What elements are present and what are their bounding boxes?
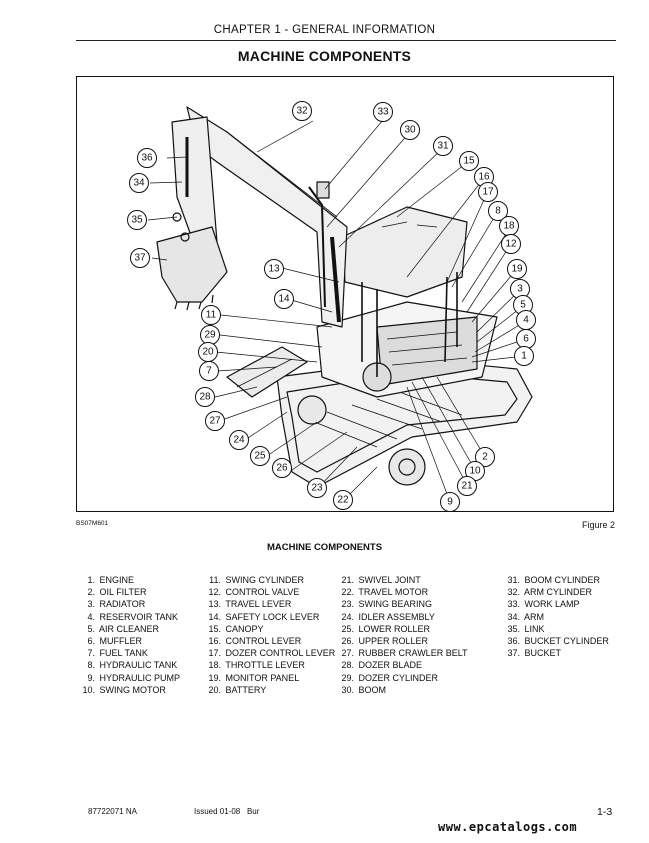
svg-text:35: 35	[131, 215, 143, 226]
svg-text:2: 2	[482, 452, 488, 463]
list-item: 31. BOOM CYLINDER	[507, 575, 601, 585]
list-item: 15. CANOPY	[208, 623, 264, 634]
svg-text:28: 28	[199, 392, 211, 403]
page-title: MACHINE COMPONENTS	[237, 48, 412, 64]
issue-info: Issued 01-08 Bur	[194, 807, 260, 816]
svg-text:22: 22	[337, 495, 349, 506]
svg-text:7: 7	[206, 366, 212, 377]
list-item: 34. ARM	[507, 611, 545, 622]
list-item: 25. LOWER ROLLER	[341, 623, 431, 634]
svg-text:31: 31	[437, 141, 449, 152]
svg-text:16: 16	[478, 172, 490, 183]
svg-text:23: 23	[311, 483, 323, 494]
svg-text:36: 36	[141, 153, 153, 164]
list-item: 3. RADIATOR	[87, 599, 146, 610]
svg-text:33: 33	[377, 107, 389, 118]
svg-text:25: 25	[254, 451, 266, 462]
document-number: 87722071 NA	[88, 807, 137, 816]
svg-text:17: 17	[482, 187, 494, 198]
list-item: 30. BOOM	[341, 684, 387, 695]
figure-code: BS07M601	[76, 520, 109, 527]
list-item: 16. CONTROL LEVER	[208, 635, 302, 646]
list-item: 17. DOZER CONTROL LEVER	[208, 648, 336, 659]
callout-markers: 32 33 30 31 36 15 16 34 17 8 35 18 12 37…	[127, 101, 536, 512]
list-item: 13. TRAVEL LEVER	[208, 599, 292, 610]
figure-label: Figure 2	[581, 520, 615, 530]
list-item: 20. BATTERY	[208, 684, 267, 695]
list-item: 4. RESERVOIR TANK	[87, 611, 179, 622]
svg-text:15: 15	[463, 156, 475, 167]
svg-text:30: 30	[404, 125, 416, 136]
header-rule	[76, 40, 616, 41]
chapter-heading: CHAPTER 1 - GENERAL INFORMATION	[213, 24, 436, 36]
svg-text:5: 5	[520, 300, 526, 311]
list-item: 33. WORK LAMP	[507, 599, 580, 610]
list-item: 35. LINK	[507, 623, 545, 634]
svg-text:3: 3	[517, 284, 523, 295]
list-item: 23. SWING BEARING	[341, 599, 433, 610]
svg-text:8: 8	[495, 206, 501, 217]
svg-text:24: 24	[233, 435, 245, 446]
list-item: 12. CONTROL VALVE	[208, 587, 300, 598]
list-item: 14. SAFETY LOCK LEVER	[208, 611, 320, 622]
list-item: 29. DOZER CYLINDER	[341, 672, 439, 683]
list-item: 36. BUCKET CYLINDER	[507, 635, 609, 646]
svg-text:6: 6	[523, 334, 529, 345]
components-column-3: 21. SWIVEL JOINT 22. TRAVEL MOTOR 23. SW…	[339, 574, 468, 696]
list-item: 18. THROTTLE LEVER	[208, 660, 305, 671]
list-item: 19. MONITOR PANEL	[208, 672, 300, 683]
list-item: 22. TRAVEL MOTOR	[341, 587, 429, 598]
page-number: 1-3	[597, 806, 613, 818]
list-item: 10. SWING MOTOR	[82, 684, 166, 695]
svg-text:9: 9	[447, 497, 453, 508]
list-item: 7. FUEL TANK	[87, 648, 148, 659]
list-item: 2. OIL FILTER	[87, 587, 147, 598]
list-item: 28. DOZER BLADE	[341, 660, 423, 671]
svg-text:29: 29	[204, 330, 216, 341]
svg-text:32: 32	[296, 106, 308, 117]
svg-text:10: 10	[469, 466, 481, 477]
svg-text:19: 19	[511, 264, 523, 275]
excavator-illustration: 32 33 30 31 36 15 16 34 17 8 35 18 12 37…	[127, 101, 536, 512]
watermark: www.epcatalogs.com	[438, 820, 578, 834]
svg-text:34: 34	[133, 178, 145, 189]
svg-text:27: 27	[209, 416, 221, 427]
svg-text:1: 1	[521, 351, 527, 362]
list-item: 9. HYDRAULIC PUMP	[87, 672, 181, 683]
list-item: 32. ARM CYLINDER	[507, 587, 593, 598]
list-item: 26. UPPER ROLLER	[341, 635, 429, 646]
components-column-4: 31. BOOM CYLINDER 32. ARM CYLINDER 33. W…	[505, 574, 609, 659]
svg-text:11: 11	[206, 310, 217, 321]
components-list-title: MACHINE COMPONENTS	[266, 542, 383, 553]
svg-text:20: 20	[202, 347, 214, 358]
svg-text:12: 12	[505, 239, 517, 250]
components-column-1: 1. ENGINE 2. OIL FILTER 3. RADIATOR 4. R…	[80, 574, 180, 696]
svg-text:13: 13	[268, 264, 280, 275]
list-item: 11. SWING CYLINDER	[209, 575, 305, 585]
svg-text:4: 4	[523, 315, 529, 326]
machine-diagram: 32 33 30 31 36 15 16 34 17 8 35 18 12 37…	[76, 76, 614, 512]
list-item: 21. SWIVEL JOINT	[341, 575, 421, 585]
list-item: 24. IDLER ASSEMBLY	[341, 611, 435, 622]
list-item: 37. BUCKET	[507, 648, 562, 659]
svg-text:26: 26	[276, 463, 288, 474]
svg-text:18: 18	[503, 221, 515, 232]
svg-text:21: 21	[461, 481, 473, 492]
list-item: 27. RUBBER CRAWLER BELT	[341, 648, 468, 659]
list-item: 5. AIR CLEANER	[87, 623, 160, 634]
svg-text:37: 37	[134, 253, 146, 264]
list-item: 6. MUFFLER	[87, 635, 143, 646]
list-item: 8. HYDRAULIC TANK	[87, 660, 178, 671]
svg-text:14: 14	[278, 294, 290, 305]
components-column-2: 11. SWING CYLINDER 12. CONTROL VALVE 13.…	[206, 574, 335, 696]
list-item: 1. ENGINE	[87, 575, 135, 585]
